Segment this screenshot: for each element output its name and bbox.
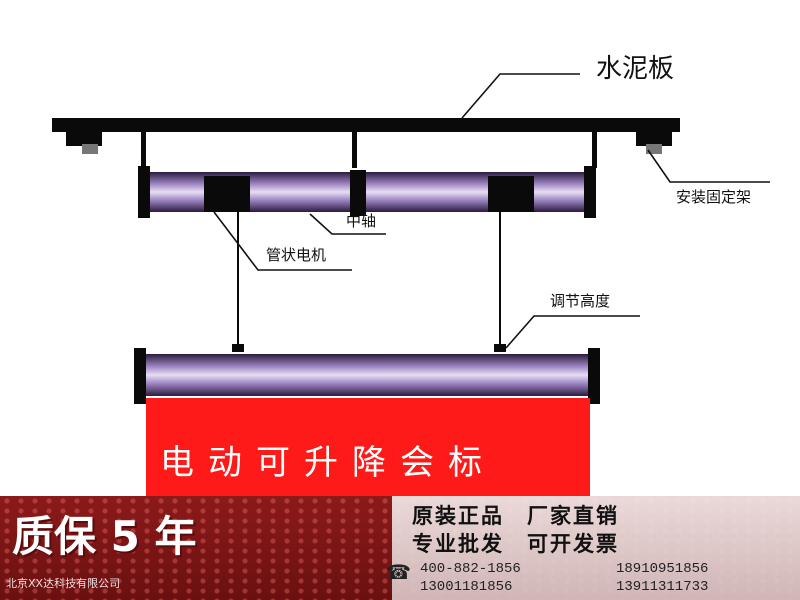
label-tube-motor: 管状电机 bbox=[266, 246, 327, 264]
banner-bar-end-left bbox=[134, 348, 146, 404]
footer-info-panel bbox=[392, 496, 800, 600]
leader-mount-bracket bbox=[647, 149, 770, 183]
shaft-endcap-right bbox=[584, 166, 596, 218]
promo-footer: 质保 5 年 北京XX达科技有限公司 原装正品 厂家直销 专业批发 可开发票 ☎… bbox=[0, 496, 800, 600]
shaft-endcap-left bbox=[138, 166, 150, 218]
mount-bracket-left-foot bbox=[82, 144, 98, 154]
mount-bracket-right bbox=[636, 130, 672, 146]
center-shaft-tube bbox=[146, 172, 588, 212]
phone-1: 400-882-1856 bbox=[420, 561, 521, 577]
leader-cement-board bbox=[461, 73, 580, 119]
phone-icon: ☎ bbox=[386, 560, 411, 584]
company-name: 北京XX达科技有限公司 bbox=[6, 577, 121, 590]
warranty-text: 质保 5 年 bbox=[12, 512, 197, 561]
cement-board bbox=[52, 118, 680, 132]
hanger-right bbox=[592, 132, 597, 168]
tube-motor-right bbox=[488, 176, 534, 212]
label-mount-bracket: 安装固定架 bbox=[676, 188, 752, 206]
leader-center-shaft bbox=[309, 213, 386, 235]
label-center-shaft: 中轴 bbox=[346, 212, 377, 230]
phone-2: 18910951856 bbox=[616, 561, 709, 577]
phone-4: 13911311733 bbox=[616, 579, 709, 595]
hanger-center bbox=[352, 132, 357, 168]
cable-clip-right bbox=[494, 344, 506, 352]
mount-bracket-left bbox=[66, 130, 102, 146]
promo-line-2: 专业批发 可开发票 bbox=[412, 532, 619, 556]
promo-line-1: 原装正品 厂家直销 bbox=[412, 504, 619, 528]
center-bearing bbox=[350, 170, 366, 216]
banner-bar-tube bbox=[140, 354, 592, 396]
label-adjust-height: 调节高度 bbox=[550, 292, 611, 310]
red-banner bbox=[146, 398, 590, 500]
phone-3: 13001181856 bbox=[420, 579, 513, 595]
cable-clip-left bbox=[232, 344, 244, 352]
tube-motor-left bbox=[204, 176, 250, 212]
hanger-left bbox=[141, 132, 146, 168]
mount-bracket-right-foot bbox=[646, 144, 662, 154]
label-cement-board: 水泥板 bbox=[596, 54, 675, 84]
banner-title: 电动可升降会标 bbox=[160, 443, 496, 483]
leader-adjust-height bbox=[505, 315, 640, 349]
leader-tube-motor bbox=[213, 211, 352, 271]
banner-bar-end-right bbox=[588, 348, 600, 404]
